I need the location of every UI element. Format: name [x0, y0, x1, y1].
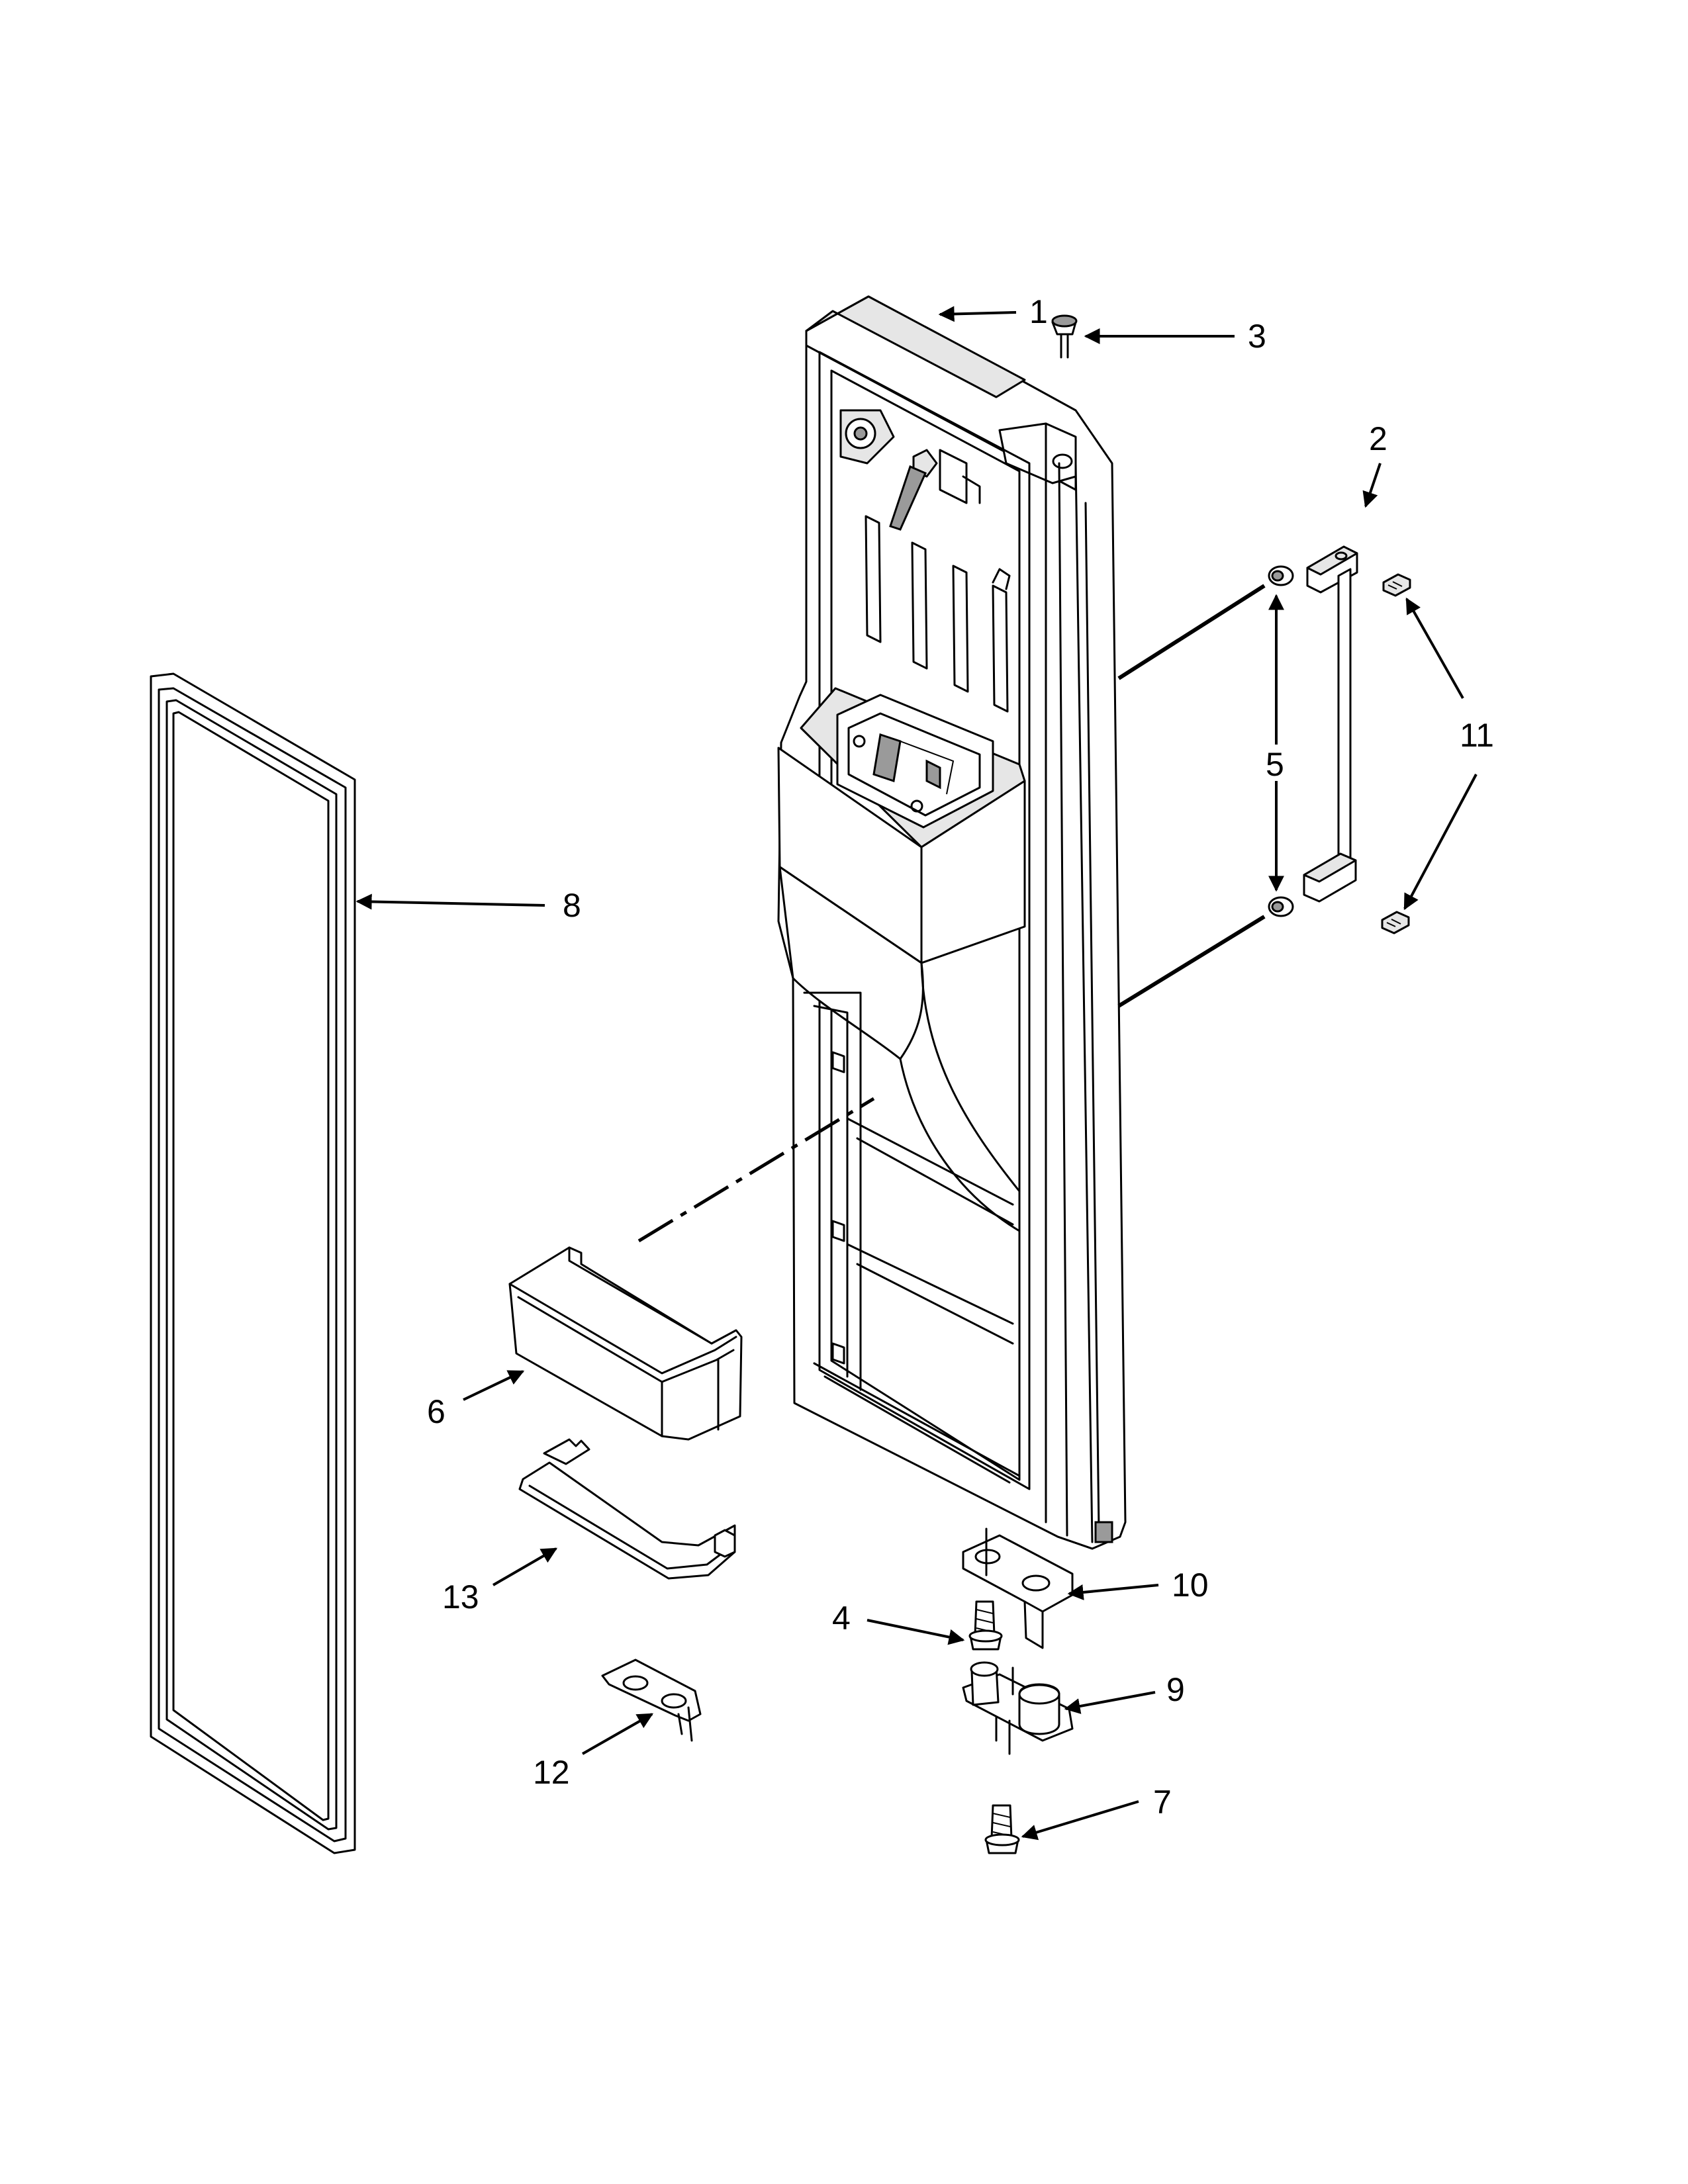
callout-9: 9 — [1166, 1671, 1185, 1708]
handle-spacer-bottom — [1268, 896, 1294, 917]
callout-10: 10 — [1172, 1567, 1209, 1604]
small-bracket-12 — [601, 1659, 702, 1742]
leader-lines — [355, 306, 1477, 1841]
hinge-screw-4 — [968, 1600, 1003, 1651]
callout-1: 1 — [1029, 293, 1048, 330]
handle-set-screw-top — [1382, 573, 1411, 597]
callout-4: 4 — [832, 1600, 851, 1637]
callout-11: 11 — [1460, 717, 1494, 754]
callout-8: 8 — [563, 887, 581, 924]
bottom-hinge-9 — [962, 1661, 1074, 1755]
refrigerator-door — [777, 295, 1127, 1550]
callout-7: 7 — [1153, 1784, 1172, 1821]
door-bin — [508, 1246, 743, 1441]
bin-retainer — [518, 1438, 736, 1580]
hinge-bracket-10 — [962, 1527, 1074, 1649]
callout-12: 12 — [533, 1754, 570, 1791]
handle-set-screw-bottom — [1381, 911, 1410, 934]
callout-13: 13 — [442, 1578, 479, 1615]
handle-guide-line-bottom — [1117, 915, 1266, 1008]
callout-5: 5 — [1266, 746, 1284, 783]
door-screw-top — [1051, 314, 1078, 359]
callout-3: 3 — [1248, 318, 1266, 355]
door-gasket — [150, 672, 356, 1854]
handle-spacer-top — [1268, 565, 1294, 586]
handle-guide-line-top — [1117, 584, 1266, 680]
door-handle — [1303, 545, 1358, 903]
callout-6: 6 — [427, 1393, 445, 1430]
hinge-screw-7 — [984, 1804, 1020, 1854]
bin-guide-line — [637, 1097, 875, 1243]
callout-2: 2 — [1369, 420, 1387, 457]
